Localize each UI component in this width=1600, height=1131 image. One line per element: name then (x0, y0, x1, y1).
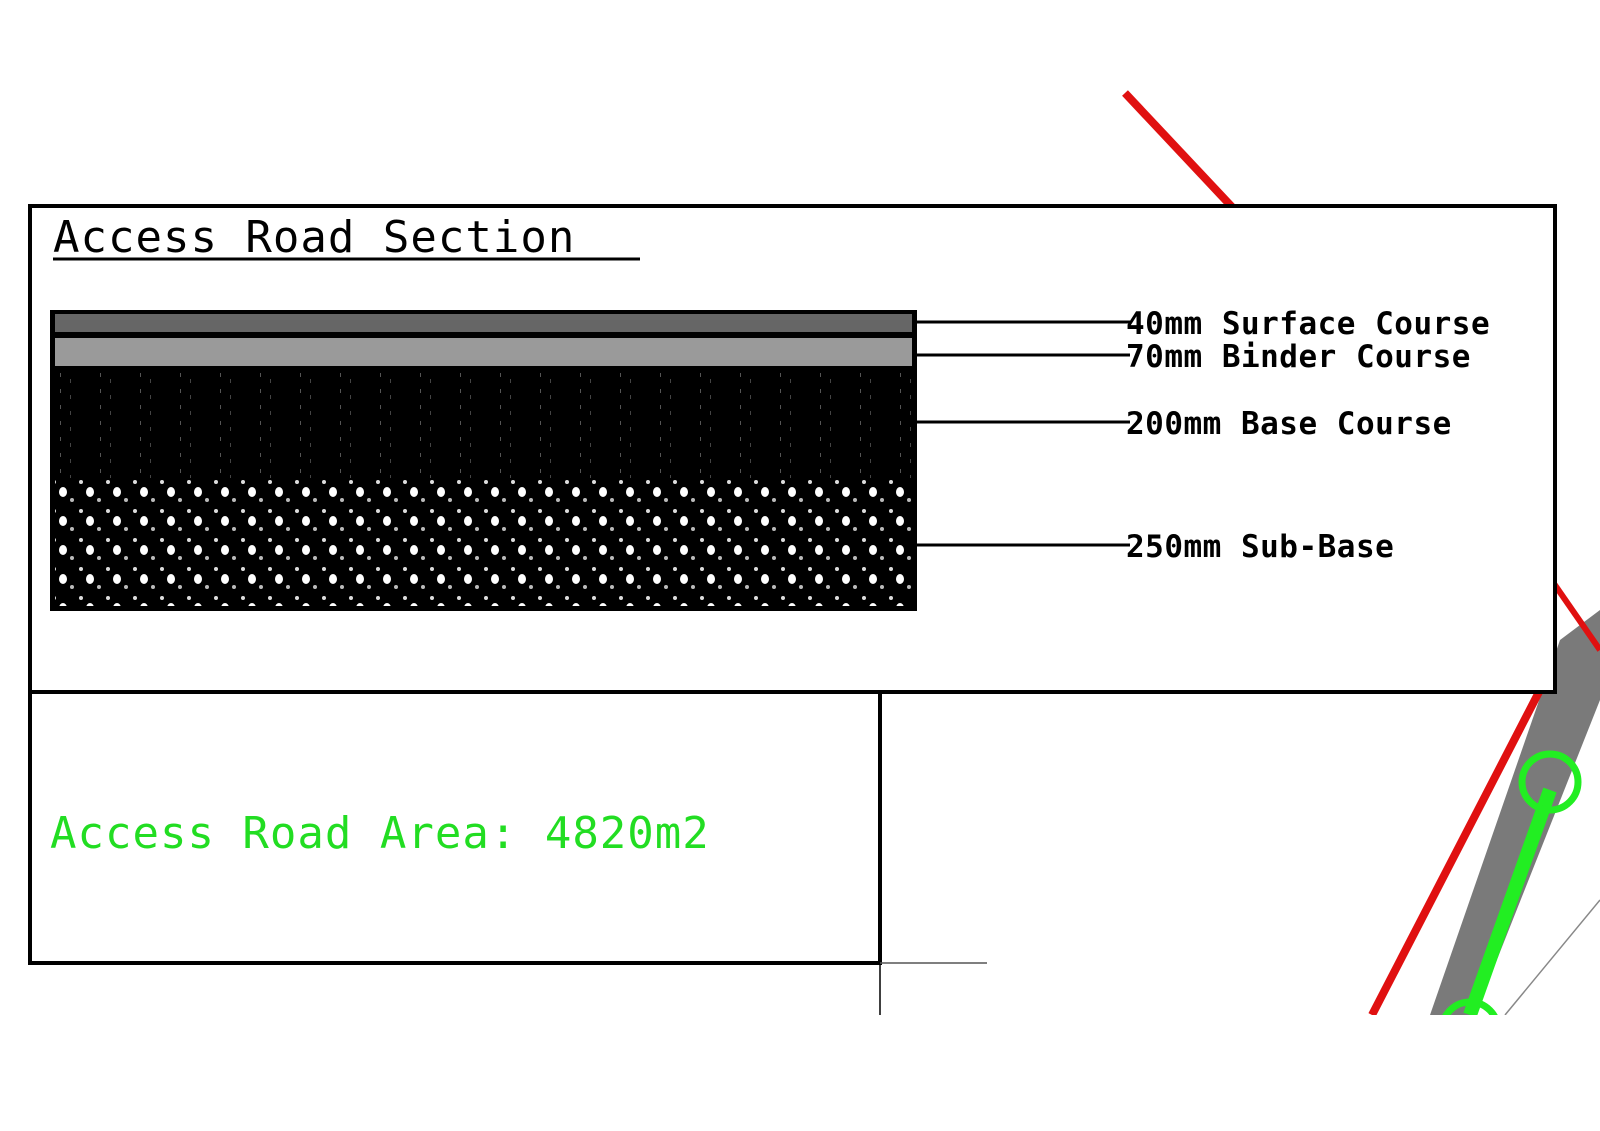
label-base-course: 200mm Base Course (1126, 406, 1452, 442)
layer-labels: 40mm Surface Course 70mm Binder Course 2… (917, 306, 1490, 565)
surface-course-layer (55, 314, 912, 332)
sub-base-layer (55, 480, 912, 606)
binder-course-layer (55, 338, 912, 366)
green-node (1518, 750, 1582, 814)
section-title: Access Road Section (53, 212, 575, 263)
base-course-layer (55, 370, 912, 478)
boundary-line-bottom (1368, 688, 1544, 1017)
label-sub-base: 250mm Sub-Base (1126, 529, 1394, 565)
green-route-line (1463, 787, 1557, 1018)
road-band (1430, 610, 1600, 1015)
access-road-area: Access Road Area: 4820m2 (50, 808, 710, 859)
label-surface-course: 40mm Surface Course (1126, 306, 1490, 342)
label-binder-course: 70mm Binder Course (1126, 339, 1471, 375)
boundary-line-top (1122, 90, 1236, 211)
thin-line (1504, 899, 1600, 1016)
area-box (28, 690, 882, 965)
road-section-block (50, 310, 917, 611)
site-plan-fragment (0, 90, 1600, 1131)
